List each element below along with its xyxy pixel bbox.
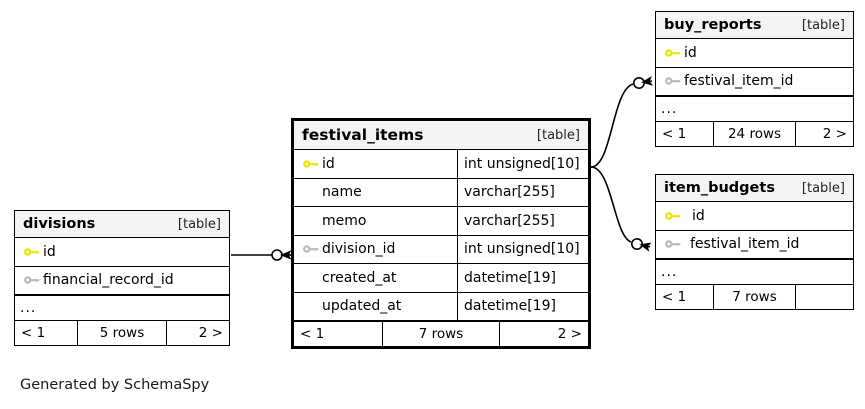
table-footer: < 1 24 rows 2 > <box>656 121 853 146</box>
table-type-tag: [table] <box>536 127 580 143</box>
table-divisions[interactable]: divisions [table] id <box>14 210 230 346</box>
column-name-cell: id <box>15 238 229 266</box>
column-name-cell: festival_item_id <box>656 68 853 96</box>
column-name: financial_record_id <box>43 272 174 289</box>
next-page-button[interactable] <box>796 285 853 309</box>
edge-divisions-festival-items <box>231 249 292 261</box>
column-name-cell: festival_item_id <box>656 231 853 259</box>
table-row[interactable]: division_id int unsigned[10] <box>294 235 588 264</box>
table-row[interactable]: festival_item_id <box>656 68 853 96</box>
table-footer: < 1 7 rows 2 > <box>294 321 588 346</box>
column-name: id <box>43 243 56 260</box>
generated-by-caption: Generated by SchemaSpy <box>20 377 210 393</box>
more-columns-indicator: ... <box>656 259 853 284</box>
prev-page-button[interactable]: < 1 <box>21 325 46 341</box>
column-name: division_id <box>322 241 396 258</box>
table-title: buy_reports <box>664 17 762 33</box>
primary-key-icon <box>300 157 322 171</box>
prev-page-button[interactable]: < 1 <box>662 289 687 305</box>
column-name-cell: division_id <box>294 236 457 264</box>
foreign-key-icon <box>21 273 43 287</box>
table-row[interactable]: name varchar[255] <box>294 178 588 207</box>
column-name-cell: created_at <box>294 264 457 292</box>
table-type-tag: [table] <box>801 17 845 33</box>
prev-page-button[interactable]: < 1 <box>300 326 325 342</box>
foreign-key-icon <box>300 242 322 256</box>
column-name-cell: name <box>294 179 457 207</box>
column-name: id <box>692 207 705 224</box>
primary-key-icon <box>662 46 684 60</box>
column-name: name <box>322 184 362 201</box>
table-item-budgets[interactable]: item_budgets [table] id <box>655 174 854 310</box>
table-row[interactable]: id <box>15 238 229 267</box>
foreign-key-icon <box>662 237 684 251</box>
column-name: memo <box>322 212 367 229</box>
table-footer: < 1 7 rows <box>656 284 853 309</box>
table-row[interactable]: financial_record_id <box>15 267 229 295</box>
table-footer: < 1 5 rows 2 > <box>15 320 229 345</box>
prev-page-button[interactable]: < 1 <box>662 126 687 142</box>
next-page-button[interactable]: 2 > <box>198 325 223 341</box>
row-count: 5 rows <box>77 321 167 345</box>
primary-key-icon <box>662 209 684 223</box>
table-row[interactable]: id <box>656 39 853 68</box>
edge-festival-items-buy-reports <box>590 76 654 168</box>
column-name: festival_item_id <box>690 236 800 253</box>
column-name-cell: id <box>656 202 853 230</box>
column-name: id <box>684 44 697 61</box>
foreign-key-icon <box>662 74 684 88</box>
table-title: divisions <box>23 216 96 232</box>
column-name: festival_item_id <box>684 73 794 90</box>
row-count: 7 rows <box>713 285 796 309</box>
column-name: id <box>322 155 335 172</box>
table-type-tag: [table] <box>801 180 845 196</box>
column-name-cell: id <box>294 150 457 178</box>
row-count: 7 rows <box>382 322 500 346</box>
column-name: updated_at <box>322 298 402 315</box>
table-row[interactable]: memo varchar[255] <box>294 207 588 236</box>
table-header: festival_items [table] <box>294 121 588 150</box>
table-buy-reports[interactable]: buy_reports [table] id <box>655 11 854 147</box>
column-type: int unsigned[10] <box>457 150 588 178</box>
edge-festival-items-item-budgets <box>590 166 652 252</box>
more-columns-indicator: ... <box>656 96 853 121</box>
primary-key-icon <box>21 245 43 259</box>
table-row[interactable]: festival_item_id <box>656 231 853 259</box>
table-header: buy_reports [table] <box>656 12 853 39</box>
table-type-tag: [table] <box>177 216 221 232</box>
column-name-cell: updated_at <box>294 293 457 321</box>
column-type: int unsigned[10] <box>457 235 588 263</box>
table-row[interactable]: created_at datetime[19] <box>294 264 588 293</box>
column-name: created_at <box>322 269 397 286</box>
table-row[interactable]: id int unsigned[10] <box>294 150 588 179</box>
table-header: item_budgets [table] <box>656 175 853 202</box>
column-type: varchar[255] <box>457 207 588 235</box>
more-columns-indicator: ... <box>15 295 229 320</box>
table-title: festival_items <box>302 126 424 144</box>
row-count: 24 rows <box>713 122 796 146</box>
column-type: datetime[19] <box>457 264 588 292</box>
column-type: varchar[255] <box>457 178 588 206</box>
table-row[interactable]: updated_at datetime[19] <box>294 292 588 321</box>
column-name-cell: id <box>656 39 853 67</box>
column-name-cell: memo <box>294 207 457 235</box>
table-festival-items[interactable]: festival_items [table] id int unsigned[1… <box>291 118 591 349</box>
column-type: datetime[19] <box>457 292 588 320</box>
next-page-button[interactable]: 2 > <box>822 126 847 142</box>
table-row[interactable]: id <box>656 202 853 231</box>
next-page-button[interactable]: 2 > <box>557 326 582 342</box>
table-header: divisions [table] <box>15 211 229 238</box>
table-title: item_budgets <box>664 180 775 196</box>
column-name-cell: financial_record_id <box>15 267 229 295</box>
